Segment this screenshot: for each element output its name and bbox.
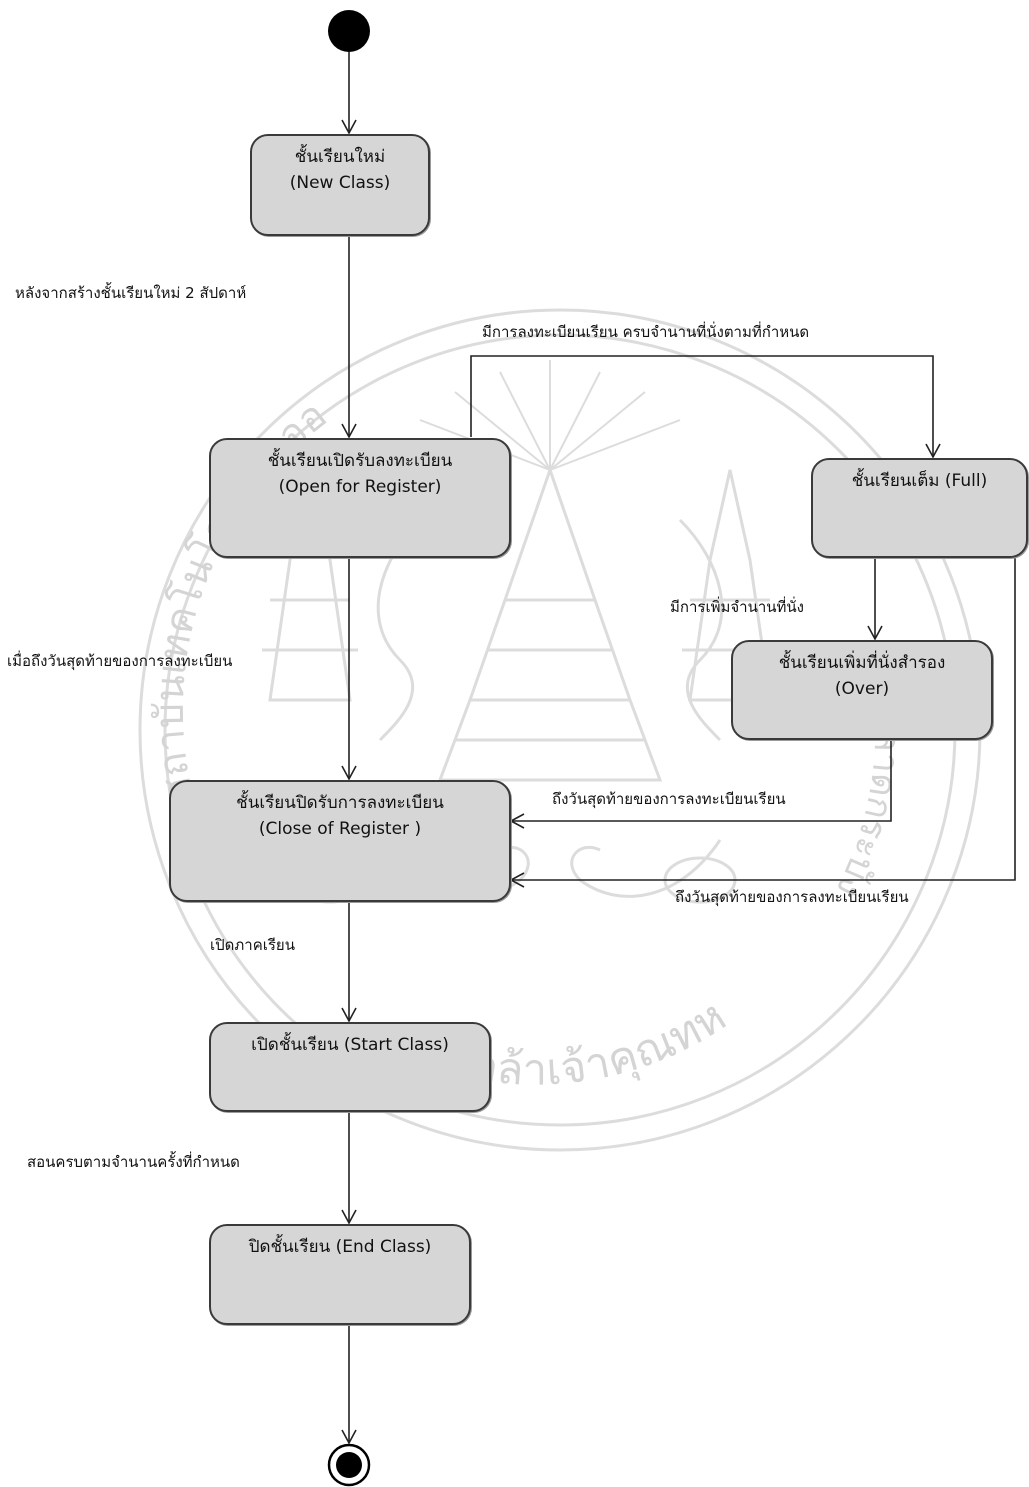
label-over-to-close: ถึงวันสุดท้ายของการลงทะเบียนเรียน (552, 790, 786, 808)
state-full-label: ชั้นเรียนเต็ม (Full) (851, 471, 988, 491)
state-new-class-eng: (New Class) (289, 173, 391, 193)
state-end-label: ปิดชั้นเรียน (End Class) (248, 1237, 432, 1257)
state-new-class: ชั้นเรียนใหม่ (New Class) (250, 134, 430, 236)
label-full-to-close: ถึงวันสุดท้ายของการลงทะเบียนเรียน (675, 888, 909, 906)
state-close-eng: (Close of Register ) (258, 819, 422, 839)
label-start-to-end: สอนครบตามจำนานครั้งที่กำหนด (27, 1153, 240, 1171)
state-over-eng: (Over) (834, 679, 890, 699)
state-open-thai: ชั้นเรียนเปิดรับลงทะเบียน (267, 451, 453, 471)
edge-over-to-close (509, 740, 892, 829)
edge-full-to-close (509, 558, 1016, 888)
state-over: ชั้นเรียนเพิ่มที่นั่งสำรอง (Over) (731, 640, 993, 740)
state-close-of-register: ชั้นเรียนปิดรับการลงทะเบียน (Close of Re… (169, 780, 511, 902)
label-new-to-open: หลังจากสร้างชั้นเรียนใหม่ 2 สัปดาห์ (15, 284, 247, 302)
edge-open-to-full (470, 355, 941, 459)
state-over-thai: ชั้นเรียนเพิ่มที่นั่งสำรอง (778, 653, 946, 673)
state-start-class: เปิดชั้นเรียน (Start Class) (209, 1022, 491, 1112)
label-open-to-full: มีการลงทะเบียนเรียน ครบจำนานที่นั่งตามที… (482, 323, 810, 341)
initial-state (328, 10, 370, 52)
state-full: ชั้นเรียนเต็ม (Full) (811, 458, 1028, 558)
label-full-to-over: มีการเพิ่มจำนานที่นั่ง (670, 598, 804, 616)
state-start-label: เปิดชั้นเรียน (Start Class) (251, 1035, 449, 1055)
label-open-to-close: เมื่อถึงวันสุดท้ายของการลงทะเบียน (7, 652, 233, 670)
state-end-class: ปิดชั้นเรียน (End Class) (209, 1224, 471, 1325)
label-close-to-start: เปิดภาคเรียน (210, 936, 295, 954)
state-open-for-register: ชั้นเรียนเปิดรับลงทะเบียน (Open for Regi… (209, 438, 511, 558)
state-open-eng: (Open for Register) (278, 477, 442, 497)
final-state (336, 1452, 362, 1478)
state-close-thai: ชั้นเรียนปิดรับการลงทะเบียน (236, 793, 444, 813)
state-new-class-thai: ชั้นเรียนใหม่ (294, 147, 386, 167)
